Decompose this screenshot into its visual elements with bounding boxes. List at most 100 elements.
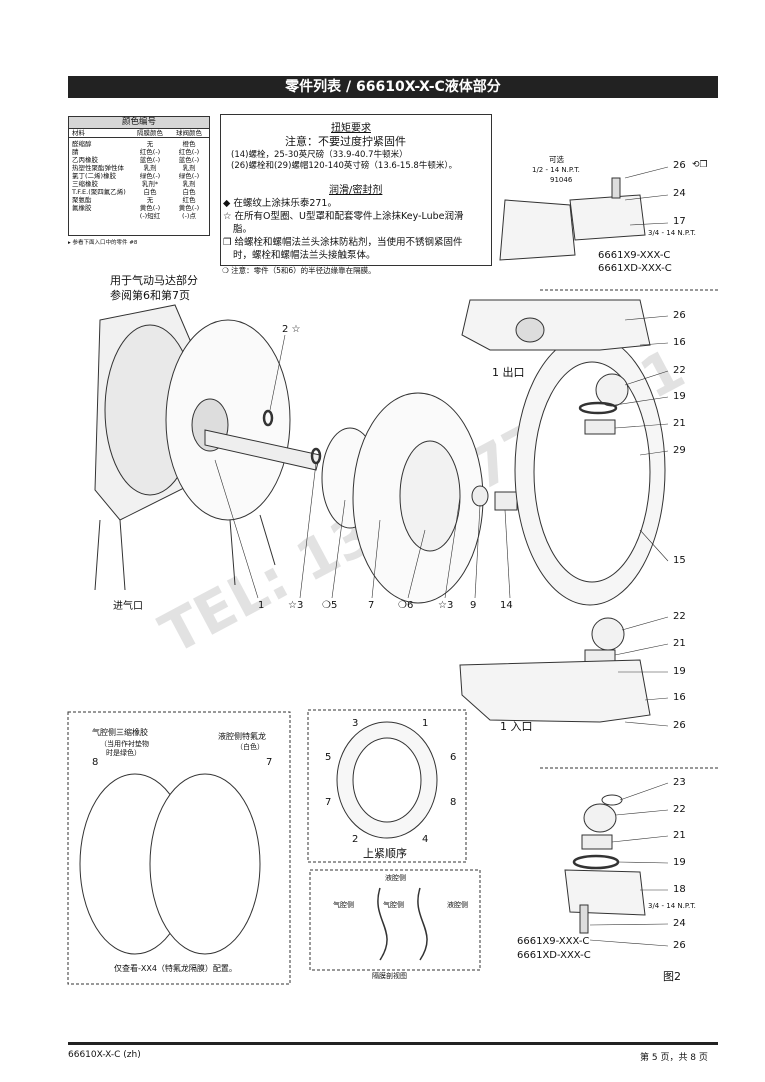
- torque-line1: (14)螺栓，25-30英尺磅（33.9-40.7牛顿米）: [231, 150, 408, 160]
- color-table-row: 聚氨酯 无 红色: [69, 196, 209, 204]
- color-cell: 聚氨酯: [72, 196, 92, 204]
- color-table-row: 乙丙橡胶蓝色(-)蓝色(-): [69, 156, 209, 164]
- diaphragm-7-detail: [149, 773, 261, 955]
- fluid-side-sub: （白色）: [236, 743, 264, 751]
- tighten-num-7: 4: [422, 834, 429, 845]
- color-cell: (-)点: [182, 212, 196, 220]
- inlet-label: 1 入口: [500, 720, 533, 733]
- inlet-manifold-16: [459, 659, 651, 723]
- optional-npt: 1/2 - 14 N.P.T.: [532, 166, 580, 174]
- main-callout-5: 29: [673, 445, 686, 456]
- plate-6: [399, 440, 461, 552]
- shaft: [204, 429, 321, 471]
- main-callout-8: 21: [673, 638, 686, 649]
- footer-rule: [68, 1042, 718, 1045]
- air-side-sub1: （当用作衬垫物: [100, 740, 149, 748]
- lube-line2b: 脂。: [233, 224, 253, 235]
- outlet-label: 1 出口: [492, 366, 525, 379]
- color-cell: 氯丁(二烯)橡胶: [72, 172, 117, 180]
- tighten-num-4: 7: [325, 797, 332, 808]
- color-table-row: (-)短红 (-)点: [69, 212, 209, 220]
- color-cell: 乳剂: [143, 164, 157, 172]
- tighten-num-0: 3: [352, 718, 359, 729]
- top-variant-b: 6661XD-XXX-C: [598, 263, 672, 274]
- main-callout-11: 26: [673, 720, 686, 731]
- color-cell: (-)短红: [139, 212, 161, 220]
- color-cell: 红色(-): [178, 148, 200, 156]
- torque-line2: (26)螺栓和(29)螺帽120-140英寸磅（13.6-15.8牛顿米）。: [231, 161, 458, 171]
- color-cell: 白色: [182, 188, 196, 196]
- bottom-callout-5: 24: [673, 918, 686, 929]
- bolt-14: [494, 491, 518, 511]
- torque-lube-box: 扭矩要求 注意：不要过度拧紧固件 (14)螺栓，25-30英尺磅（33.9-40…: [220, 114, 492, 266]
- bottom-callout-4: 18: [673, 884, 686, 895]
- air-inlet-label: 进气口: [113, 601, 143, 612]
- color-cell: 热塑性聚酯弹性体: [72, 164, 124, 172]
- tighten-num-5: 8: [450, 797, 457, 808]
- col-ball: 球阀颜色: [176, 129, 202, 137]
- bottom-npt: 3/4 - 14 N.P.T.: [648, 902, 696, 910]
- col-diaphragm: 隔膜颜色: [137, 129, 163, 137]
- optional-elbow: [499, 199, 576, 261]
- o-ring-icon: [262, 409, 274, 427]
- tighten-caption: 上紧顺序: [363, 847, 407, 860]
- main-callout-10: 16: [673, 692, 686, 703]
- bottom-variant-a: 6661X9-XXX-C: [517, 936, 590, 947]
- color-cell: 黄色(-): [139, 204, 161, 212]
- main-callout-7: 22: [673, 611, 686, 622]
- color-cell: 红色: [182, 196, 196, 204]
- color-cell: 醛缩醇: [72, 140, 92, 148]
- footer-page: 第 5 页，共 8 页: [640, 1053, 708, 1063]
- color-cell: 乳剂: [182, 180, 196, 188]
- lube-line3: ❒ 给螺栓和螺帽法兰头涂抹防粘剂，当使用不锈钢紧固件: [223, 237, 463, 248]
- color-cell: 乳剂*: [141, 180, 159, 188]
- top-npt: 3/4 - 14 N.P.T.: [648, 229, 696, 237]
- bottom-callout-6: 26: [673, 940, 686, 951]
- bottom-label-1: ☆3: [288, 600, 304, 611]
- footer-doc-id: 66610X-X-C (zh): [68, 1050, 141, 1060]
- callout-24-top: 24: [673, 188, 686, 199]
- main-callout-2: 22: [673, 365, 686, 376]
- color-cell: 乳剂: [182, 164, 196, 172]
- lube-header: 润滑/密封剂: [329, 185, 383, 196]
- main-callout-1: 16: [673, 337, 686, 348]
- col-material: 材料: [72, 129, 85, 137]
- tighten-num-1: 1: [422, 718, 429, 729]
- main-callout-4: 21: [673, 418, 686, 429]
- color-cell: 黄色(-): [178, 204, 200, 212]
- color-table-columns: 材料 隔膜颜色 球阀颜色: [69, 129, 209, 138]
- top-variant-a: 6661X9-XXX-C: [598, 250, 671, 261]
- color-cell: 无: [146, 196, 154, 204]
- main-callout-9: 19: [673, 666, 686, 677]
- figure-label: 图2: [663, 970, 681, 983]
- tighten-num-3: 6: [450, 752, 457, 763]
- symbol-26-top: ⟲❐: [692, 160, 708, 170]
- color-table-row: 腈红色(-)红色(-): [69, 148, 209, 156]
- color-cell: 乙丙橡胶: [72, 156, 98, 164]
- color-table-row: 热塑性聚酯弹性体 乳剂 乳剂: [69, 164, 209, 172]
- air-motor-ref-2: 参阅第6和第7页: [110, 289, 190, 302]
- section-air-side-2: 气腔侧: [383, 901, 404, 909]
- lube-line2: ☆ 在所有O型圈、U型罩和配套零件上涂抹Key-Lube润滑: [223, 211, 464, 222]
- color-cell: 绿色(-): [178, 172, 200, 180]
- color-cell: 白色: [143, 188, 157, 196]
- bottom-callout-0: 23: [673, 777, 686, 788]
- color-cell: T.F.E.(聚四氟乙烯): [72, 188, 126, 196]
- callout-17: 17: [673, 216, 686, 227]
- tighten-num-2: 5: [325, 752, 332, 763]
- color-cell: 红色(-): [139, 148, 161, 156]
- bottom-variant-b: 6661XD-XXX-C: [517, 950, 591, 961]
- color-cell: 蓝色(-): [139, 156, 161, 164]
- color-table-header: 颜色编号: [69, 117, 209, 129]
- color-table-row: T.F.E.(聚四氟乙烯) 白色 白色: [69, 188, 209, 196]
- main-callout-6: 15: [673, 555, 686, 566]
- air-side-sub2: 时是绿色）: [106, 749, 141, 757]
- lube-line1: ◆ 在螺纹上涂抹乐泰271。: [223, 198, 337, 209]
- elbow-17: [569, 194, 646, 241]
- bottom-label-4: ❍6: [398, 600, 414, 611]
- main-callout-3: 19: [673, 391, 686, 402]
- section-fluid-side: 液腔侧: [385, 874, 406, 882]
- section-air-side-1: 气腔侧: [333, 901, 354, 909]
- bottom-callout-3: 19: [673, 857, 686, 868]
